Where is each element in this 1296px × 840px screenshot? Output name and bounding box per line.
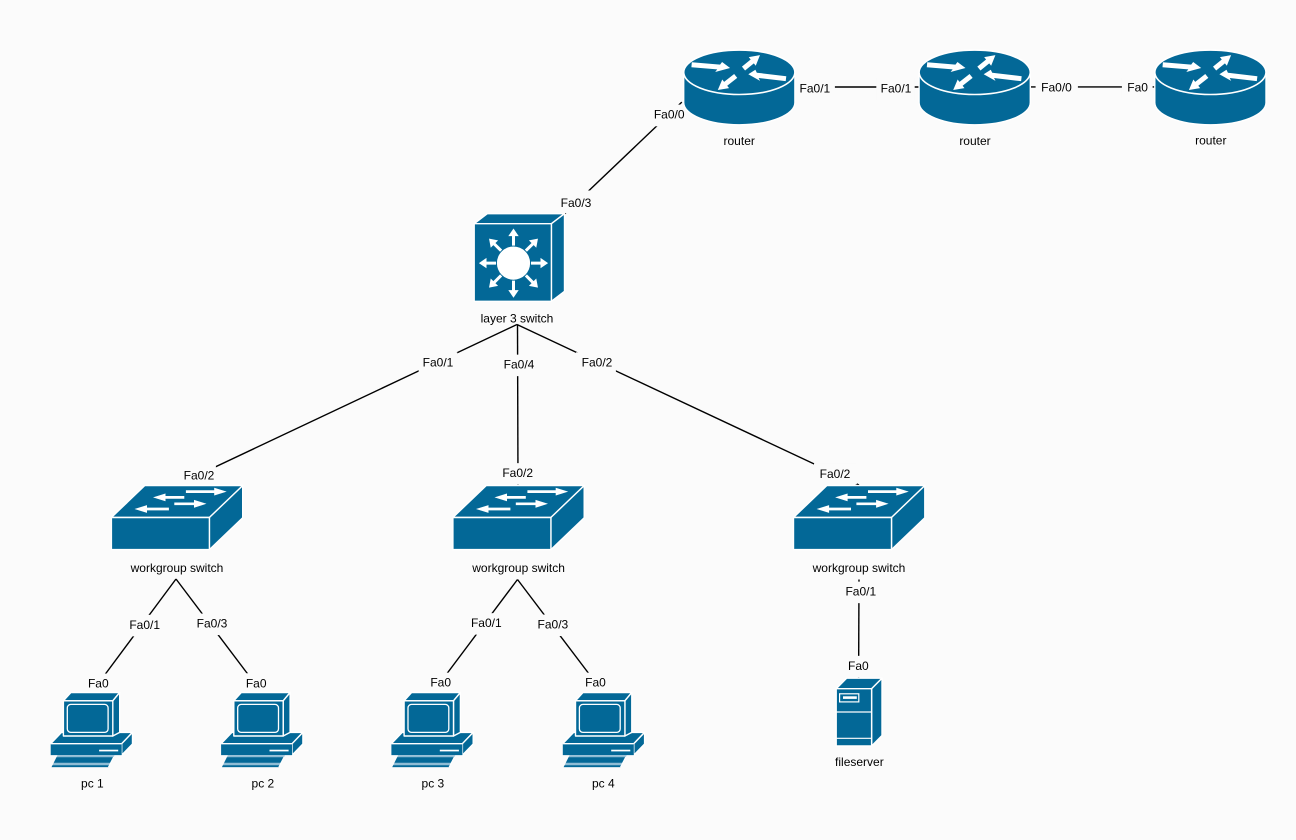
svg-text:Fa0/1: Fa0/1 [800, 81, 831, 95]
svg-text:workgroup switch: workgroup switch [471, 561, 565, 575]
svg-text:router: router [1195, 133, 1226, 147]
svg-text:Fa0/2: Fa0/2 [184, 469, 215, 483]
svg-text:Fa0: Fa0 [246, 676, 267, 690]
svg-text:workgroup switch: workgroup switch [812, 561, 906, 575]
svg-text:Fa0: Fa0 [1127, 80, 1148, 94]
svg-text:pc 2: pc 2 [252, 777, 275, 791]
svg-text:pc 1: pc 1 [81, 777, 104, 791]
svg-text:Fa0/2: Fa0/2 [502, 466, 533, 480]
svg-text:pc 3: pc 3 [422, 777, 445, 791]
svg-text:Fa0: Fa0 [848, 659, 869, 673]
svg-text:workgroup switch: workgroup switch [130, 561, 224, 575]
svg-text:layer 3 switch: layer 3 switch [481, 311, 554, 325]
svg-text:Fa0/1: Fa0/1 [881, 81, 912, 95]
svg-text:Fa0/1: Fa0/1 [845, 585, 876, 599]
svg-text:Fa0/2: Fa0/2 [582, 355, 613, 369]
svg-text:Fa0/3: Fa0/3 [538, 618, 569, 632]
svg-text:Fa0/4: Fa0/4 [504, 358, 535, 372]
svg-text:Fa0/1: Fa0/1 [129, 618, 160, 632]
svg-text:router: router [724, 134, 755, 148]
svg-text:Fa0/3: Fa0/3 [197, 617, 228, 631]
svg-text:Fa0/1: Fa0/1 [423, 355, 454, 369]
svg-text:Fa0/1: Fa0/1 [471, 616, 502, 630]
svg-text:pc 4: pc 4 [592, 777, 615, 791]
svg-text:Fa0/2: Fa0/2 [820, 467, 851, 481]
svg-text:fileserver: fileserver [835, 755, 884, 769]
svg-text:Fa0/3: Fa0/3 [561, 196, 592, 210]
svg-text:Fa0: Fa0 [585, 676, 606, 690]
svg-text:Fa0: Fa0 [430, 676, 451, 690]
svg-text:Fa0: Fa0 [88, 677, 109, 691]
svg-text:Fa0/0: Fa0/0 [654, 107, 685, 121]
svg-text:Fa0/0: Fa0/0 [1041, 80, 1072, 94]
svg-text:router: router [959, 134, 990, 148]
